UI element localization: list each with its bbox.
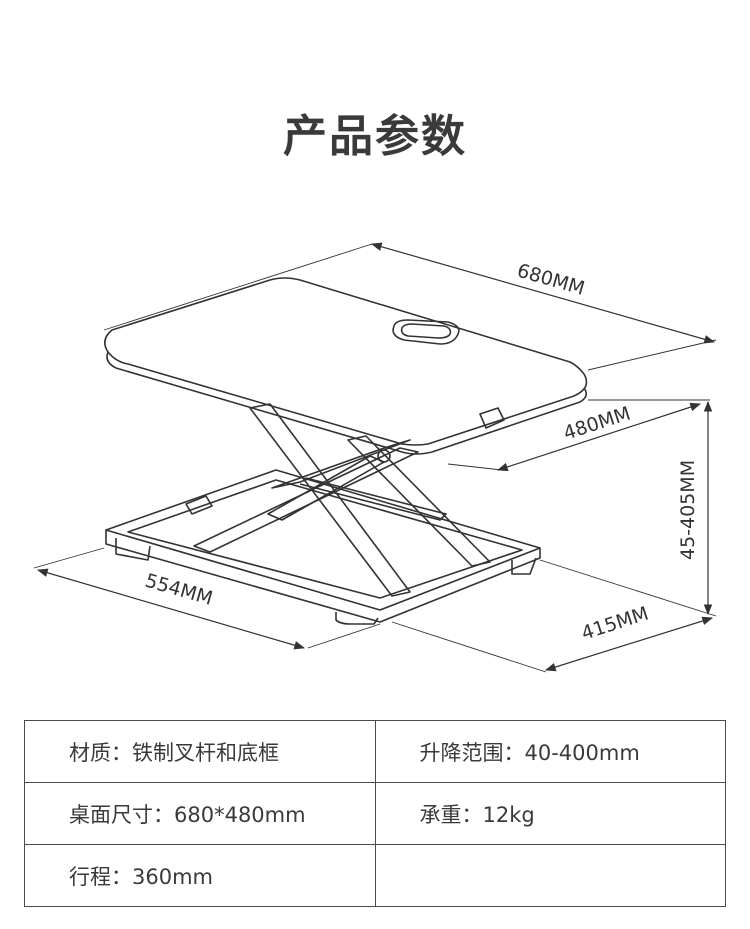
table-row: 桌面尺寸：680*480mm 承重：12kg <box>24 782 726 845</box>
pivot-joint <box>377 449 391 463</box>
base-foot-front <box>335 612 379 625</box>
dim-line-480 <box>496 402 702 472</box>
base-foot-left <box>115 538 151 561</box>
desktop-board-edge <box>106 351 588 455</box>
dim-label-height: 45-405MM <box>677 460 699 560</box>
scissor-arm-b <box>347 435 491 567</box>
spec-desktop-size: 桌面尺寸：680*480mm <box>24 782 376 845</box>
base-foot-right <box>511 557 537 575</box>
spec-load: 承重：12kg <box>374 782 726 845</box>
scissor-arm-c <box>193 447 419 553</box>
spec-stroke: 行程：360mm <box>24 844 376 907</box>
table-row: 行程：360mm <box>24 844 726 907</box>
scissor-arm-d <box>267 455 385 521</box>
desktop-board-top <box>104 277 588 446</box>
desktop-handle-outer <box>392 319 460 345</box>
dim-label-415: 415MM <box>579 602 651 644</box>
dim-label-480: 480MM <box>561 402 633 444</box>
page-title: 产品参数 <box>283 111 467 162</box>
scissor-crossbar <box>271 439 411 489</box>
base-frame-thickness <box>105 530 541 623</box>
dim-line-415 <box>544 616 714 672</box>
product-line-drawing: 680MM 480MM 45-405MM 554MM 415MM <box>33 242 717 673</box>
gas-spring <box>299 477 447 521</box>
spec-empty <box>374 844 726 907</box>
base-lever <box>185 495 213 515</box>
scissor-arm-a <box>249 403 411 597</box>
dim-line-554 <box>36 568 306 650</box>
desktop-handle-inner <box>400 323 452 339</box>
dim-label-680: 680MM <box>515 260 587 300</box>
dim-line-680 <box>370 242 716 344</box>
spec-material: 材质：铁制叉杆和底框 <box>24 720 376 783</box>
table-row: 材质：铁制叉杆和底框 升降范围：40-400mm <box>24 720 726 783</box>
spec-lift-range: 升降范围：40-400mm <box>374 720 726 783</box>
spec-table: 材质：铁制叉杆和底框 升降范围：40-400mm 桌面尺寸：680*480mm … <box>24 720 726 907</box>
